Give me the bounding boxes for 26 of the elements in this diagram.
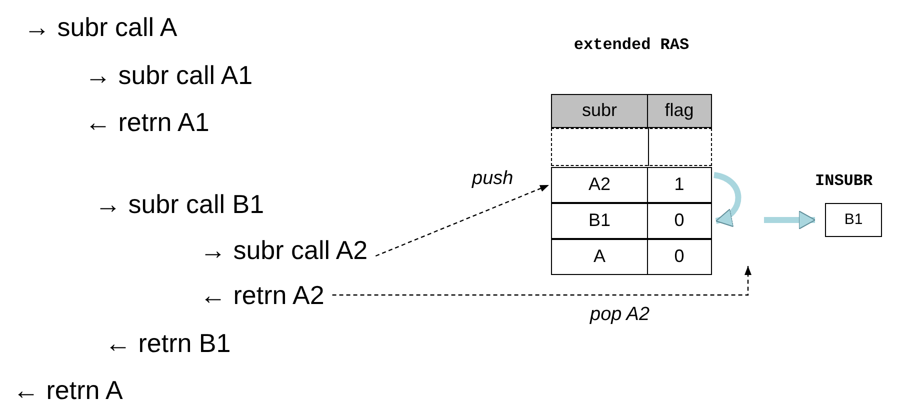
call-trace-line: ← retrn A1 [85, 107, 210, 137]
stack-cell: 0 [646, 239, 712, 275]
call-trace-line: → subr call A2 [200, 235, 368, 265]
call-trace-line: → subr call B1 [95, 189, 264, 219]
stack-cell: B1 [551, 203, 648, 239]
register-title: INSUBR [815, 172, 873, 190]
edge-label: push [470, 168, 516, 190]
call-trace-line: → subr call A1 [85, 60, 253, 90]
table-title: extended RAS [572, 36, 690, 54]
call-trace-line: ← retrn A [13, 375, 123, 405]
block-arrow [764, 210, 816, 230]
dashed-arrow [375, 184, 550, 257]
stack-cell: 1 [646, 167, 712, 203]
edge-label: pop A2 [588, 304, 652, 326]
column-header: flag [646, 94, 712, 128]
block-arrow [713, 172, 742, 226]
column-header: subr [551, 94, 648, 128]
stack-cell: A2 [551, 167, 648, 203]
stack-cell: A [551, 239, 648, 275]
call-trace-line: ← retrn A2 [200, 280, 324, 310]
call-trace-line: → subr call A [24, 12, 178, 42]
stack-cell: 0 [646, 203, 712, 239]
dashed-arrow [332, 266, 752, 296]
empty-stack-row [551, 128, 712, 166]
register-value: B1 [825, 203, 882, 237]
call-trace-line: ← retrn B1 [105, 328, 231, 358]
